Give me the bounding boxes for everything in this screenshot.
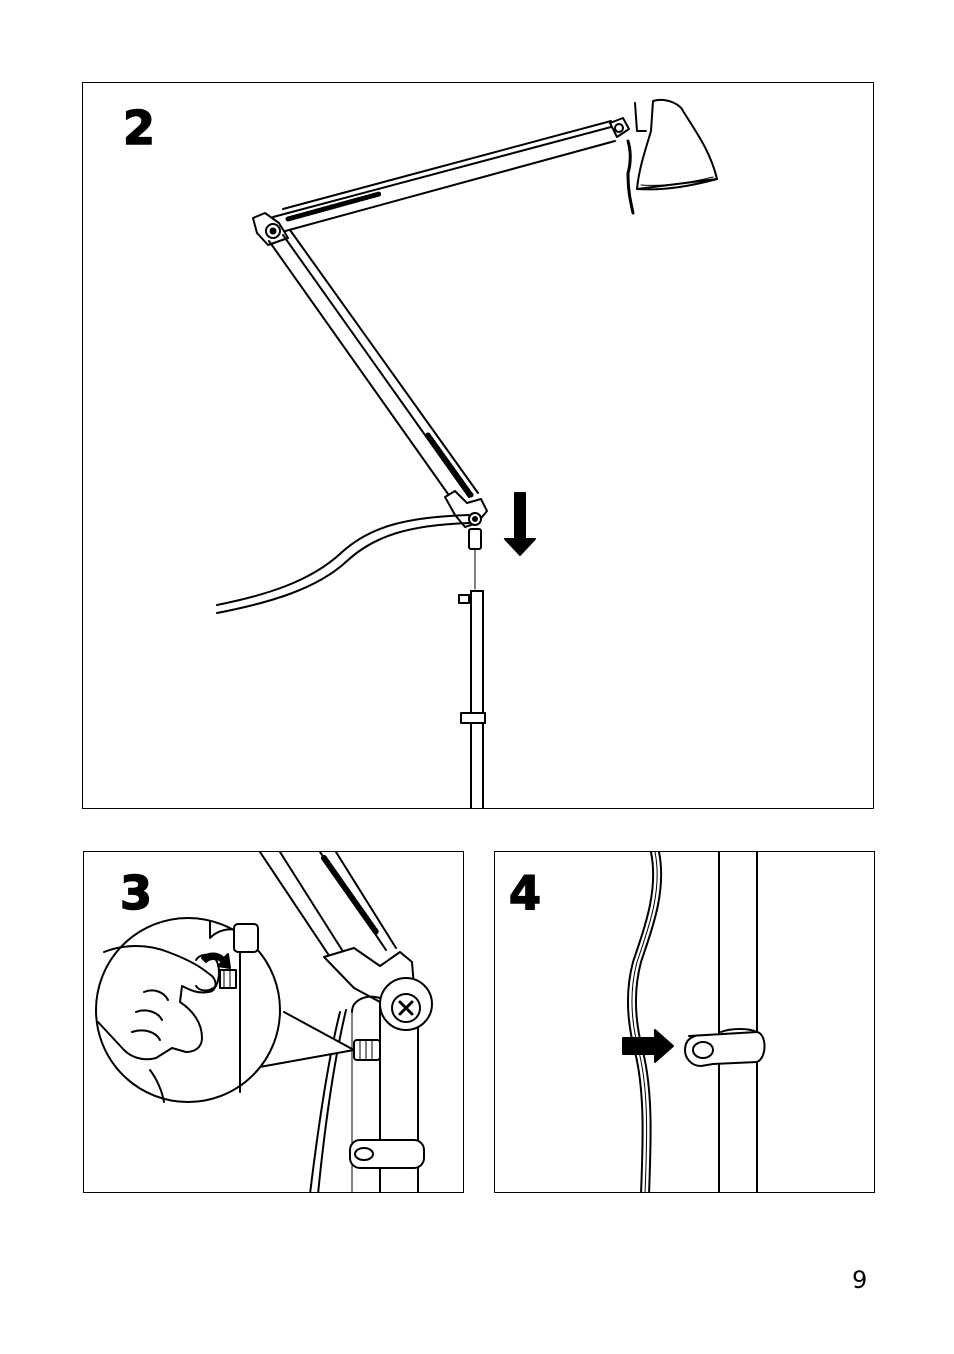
lamp-arm-illustration — [83, 83, 874, 809]
step-3-panel: 3 — [83, 851, 464, 1193]
step-4-panel: 4 — [494, 851, 875, 1193]
down-arrow-icon — [505, 493, 535, 555]
elbow-joint — [253, 213, 288, 245]
fasten-screw-illustration — [84, 852, 464, 1193]
screw — [354, 1040, 380, 1060]
arm-tubes — [260, 852, 396, 960]
base-joint — [445, 491, 487, 589]
cord-clip-illustration — [495, 852, 875, 1193]
lamp-pole — [459, 591, 485, 809]
lower-arm — [269, 230, 478, 501]
power-cord — [628, 852, 661, 1193]
lamp-shade — [610, 100, 717, 213]
page-number: 9 — [852, 1266, 867, 1294]
step-2-panel: 2 — [82, 82, 874, 809]
lamp-pole — [719, 852, 757, 1193]
cord-clip — [685, 1029, 765, 1066]
upper-arm — [273, 121, 615, 233]
joint-plate — [324, 948, 432, 1030]
detail-magnifier — [96, 918, 354, 1102]
power-cord — [217, 515, 469, 613]
